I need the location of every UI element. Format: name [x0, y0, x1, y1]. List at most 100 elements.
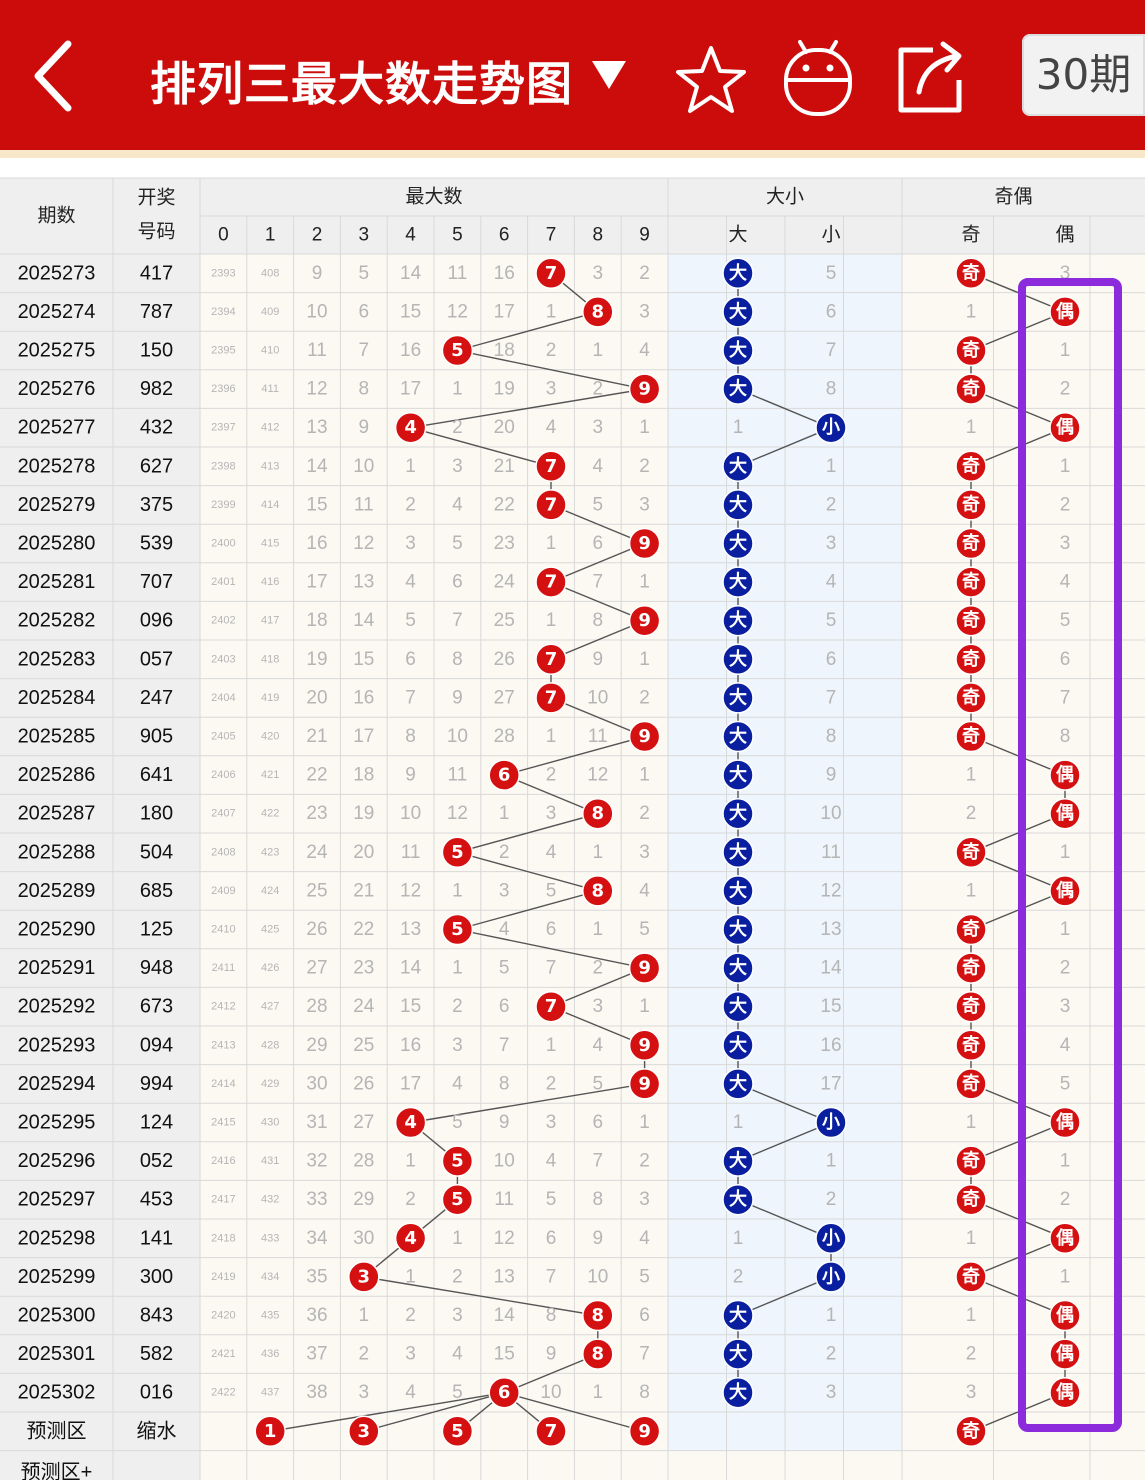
share-icon[interactable]	[893, 38, 965, 118]
big-ball-circle	[722, 489, 754, 521]
even-ball: 偶	[1049, 759, 1081, 791]
big-ball-label: 大	[729, 378, 747, 400]
small-ball-label: 小	[822, 1266, 840, 1287]
omission-cell: 1	[639, 996, 650, 1017]
max-digit-ball-circle	[535, 643, 567, 676]
omission-cell: 1	[639, 417, 650, 438]
predict-ball: 5	[441, 1415, 474, 1448]
draw-number-cell: 685	[140, 880, 173, 902]
big-ball: 大	[722, 952, 754, 984]
big-ball-label: 大	[729, 1304, 747, 1326]
omission-cell: 36	[306, 1305, 327, 1326]
omission-cell: 422	[261, 808, 279, 820]
omission-cell: 1	[546, 301, 557, 322]
small-ball: 小	[815, 1222, 847, 1255]
max-digit-ball: 9	[628, 604, 661, 637]
omission-cell: 2396	[211, 383, 235, 395]
predict-row-label: 预测区	[27, 1419, 87, 1442]
digit-header-6: 6	[499, 225, 510, 246]
omission-cell: 2	[546, 1073, 557, 1094]
omission-cell: 1	[593, 1382, 604, 1403]
digit-header-2: 2	[312, 225, 323, 246]
omission-cell: 16	[400, 1035, 421, 1056]
small-omission-cell: 2	[826, 494, 837, 515]
even-ball-circle	[1049, 1106, 1081, 1139]
odd-omission-cell: 1	[966, 1112, 977, 1133]
big-ball: 大	[722, 990, 754, 1023]
max-digit-ball-circle	[628, 1029, 661, 1062]
draw-number-cell: 057	[140, 648, 173, 670]
predict-ball-label: 1	[264, 1421, 277, 1442]
big-ball: 大	[722, 1376, 754, 1409]
omission-cell: 10	[306, 301, 327, 322]
max-digit-ball-circle	[628, 720, 661, 753]
omission-cell: 11	[307, 340, 327, 361]
odd-ball-label: 奇	[962, 841, 980, 863]
omission-cell: 423	[261, 846, 279, 858]
draw-number-cell: 417	[140, 262, 173, 284]
back-arrow-icon[interactable]	[30, 38, 80, 114]
big-omission-cell: 2	[733, 1266, 744, 1287]
predict-ball: 9	[628, 1415, 661, 1448]
odd-ball: 奇	[955, 1145, 987, 1177]
star-icon[interactable]	[675, 38, 747, 118]
max-digit-ball-circle	[441, 913, 474, 946]
omission-cell: 9	[593, 649, 604, 670]
omission-cell: 14	[494, 1305, 516, 1326]
draw-number-cell: 905	[140, 726, 173, 748]
omission-cell: 15	[400, 301, 421, 322]
omission-cell: 2417	[211, 1194, 235, 1206]
big-ball-circle	[722, 643, 754, 676]
issue-cell: 2025281	[18, 571, 96, 593]
predict-ball-circle	[535, 1415, 567, 1448]
max-digit-ball: 7	[535, 990, 567, 1023]
omission-cell: 16	[494, 263, 515, 284]
max-digit-ball: 7	[535, 257, 567, 290]
page-title[interactable]: 排列三最大数走势图	[150, 57, 573, 111]
max-digit-ball-circle	[441, 1145, 474, 1177]
odd-ball: 奇	[955, 604, 987, 637]
robot-icon[interactable]	[782, 38, 854, 118]
period-selector-button[interactable]: 30期	[1022, 34, 1145, 116]
even-omission-cell: 3	[1060, 996, 1071, 1017]
omission-cell: 6	[452, 572, 463, 593]
max-digit-ball-circle	[488, 759, 520, 791]
issue-cell: 2025291	[18, 957, 96, 979]
omission-cell: 3	[639, 494, 650, 515]
omission-cell: 2400	[211, 538, 235, 550]
predict-plus-row-label[interactable]: 预测区+	[21, 1461, 93, 1480]
omission-cell: 3	[359, 1382, 370, 1403]
max-digit-ball-circle	[535, 450, 567, 483]
omission-cell: 3	[546, 803, 557, 824]
big-ball: 大	[722, 489, 754, 521]
digit-header-8: 8	[593, 225, 604, 246]
even-omission-cell: 5	[1060, 1073, 1071, 1094]
big-ball-label: 大	[729, 1150, 747, 1172]
omission-cell: 2415	[211, 1117, 235, 1129]
issue-cell: 2025300	[18, 1305, 96, 1327]
max-digit-ball: 4	[394, 1106, 427, 1139]
omission-cell: 2401	[211, 576, 235, 588]
even-omission-cell: 2	[1060, 379, 1071, 400]
draw-number-cell: 141	[140, 1227, 173, 1249]
omission-cell: 431	[261, 1155, 279, 1167]
max-digit-ball-circle	[394, 411, 427, 444]
max-digit-ball-label: 8	[592, 803, 605, 824]
odd-ball: 奇	[955, 257, 987, 290]
omission-cell: 2	[546, 340, 557, 361]
dropdown-triangle-icon[interactable]	[590, 58, 628, 92]
omission-cell: 427	[261, 1001, 279, 1013]
big-ball: 大	[722, 643, 754, 676]
issue-cell: 2025296	[18, 1150, 96, 1172]
issue-cell: 2025295	[18, 1112, 96, 1134]
big-ball-circle	[722, 373, 754, 405]
omission-cell: 29	[353, 1189, 374, 1210]
even-omission-cell: 6	[1060, 649, 1071, 670]
shrink-link[interactable]: 缩水	[137, 1419, 177, 1442]
even-ball: 偶	[1049, 1106, 1081, 1139]
omission-cell: 22	[353, 919, 374, 940]
predict-ball-circle	[254, 1415, 286, 1448]
omission-cell: 428	[261, 1039, 279, 1051]
omission-cell: 2	[593, 958, 604, 979]
omission-cell: 7	[639, 1344, 650, 1365]
